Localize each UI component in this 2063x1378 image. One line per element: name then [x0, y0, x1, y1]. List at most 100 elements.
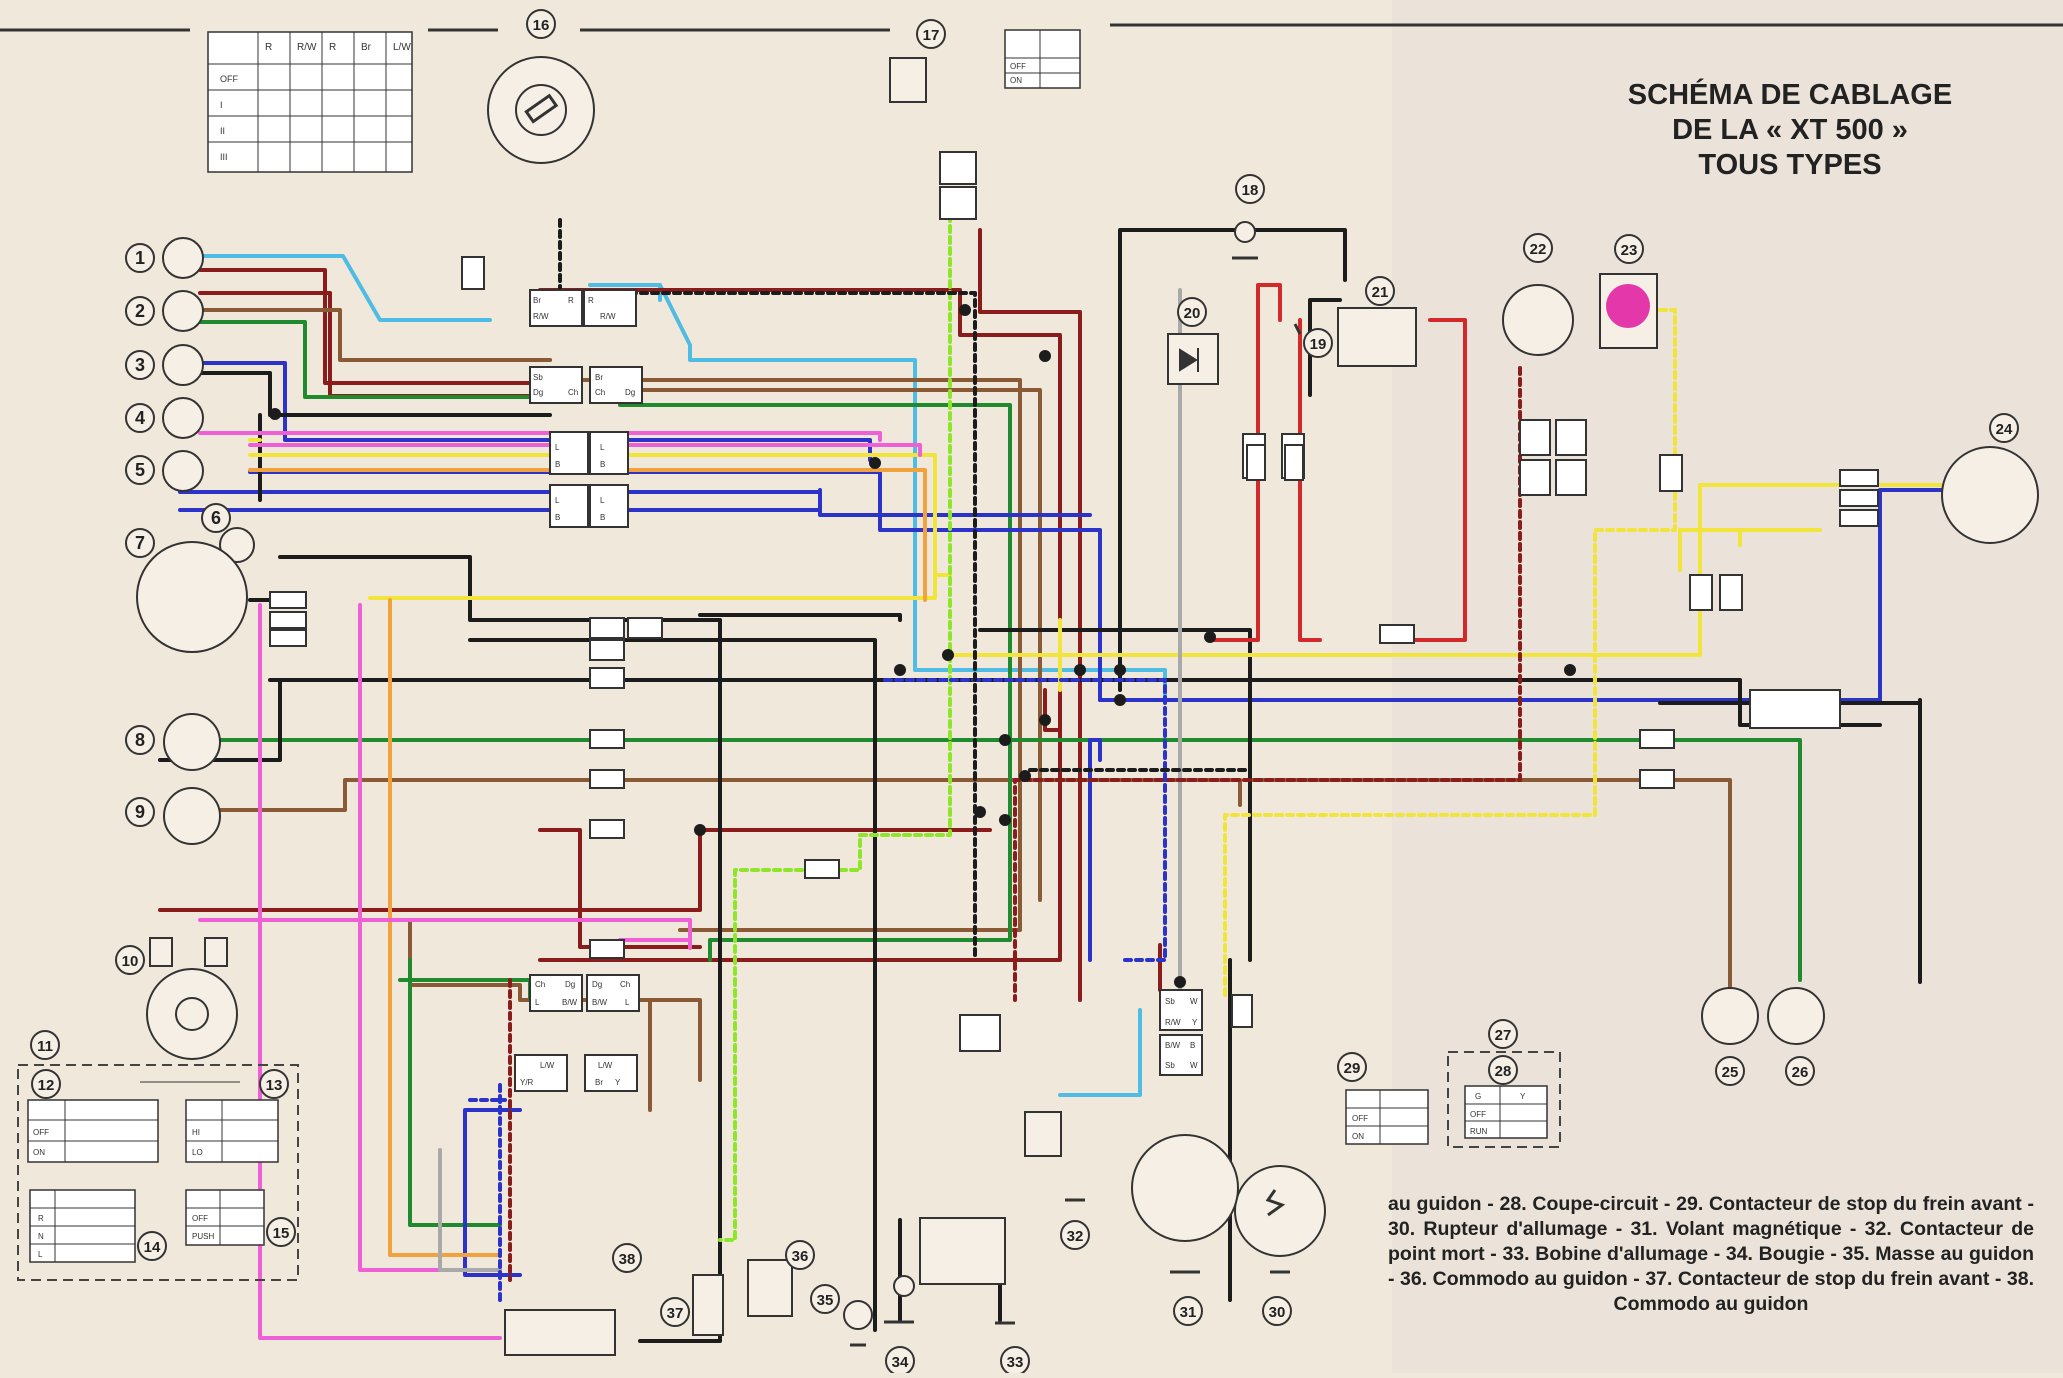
switch-table-label: Y/R	[520, 1078, 534, 1087]
switch-table-label: B	[555, 513, 560, 522]
callout-number: 28	[1495, 1063, 1512, 1080]
switch-table-label: Dg	[533, 388, 543, 397]
switch-table-label: R	[588, 296, 594, 305]
switch-table-label: W	[1190, 997, 1198, 1006]
switch-table-label: L	[555, 443, 560, 452]
callout-32: 32	[1060, 1220, 1090, 1250]
switch-table-label: I	[220, 100, 223, 110]
switch-table-label: II	[220, 126, 225, 136]
switch-table-label: L	[38, 1250, 43, 1259]
switch-table-label: Sb	[1165, 997, 1175, 1006]
callout-6: 6	[201, 503, 231, 533]
switch-table-label: Ch	[535, 980, 545, 989]
switch-table-label: OFF	[220, 74, 238, 84]
switch-table-label: L	[555, 496, 560, 505]
title-line-2: DE LA « XT 500 »	[1672, 114, 1908, 146]
callout-number: 30	[1269, 1304, 1286, 1321]
switch-table-label: Dg	[592, 980, 602, 989]
switch-table-label: OFF	[1352, 1114, 1368, 1123]
callout-number: 26	[1792, 1064, 1809, 1081]
callout-number: 11	[37, 1038, 53, 1055]
callout-2: 2	[125, 296, 155, 326]
switch-table-label: R	[568, 296, 574, 305]
callout-number: 18	[1242, 182, 1259, 199]
switch-table-label: B	[555, 460, 560, 469]
callout-35: 35	[810, 1284, 840, 1314]
callout-15: 15	[266, 1217, 296, 1247]
callout-34: 34	[885, 1346, 915, 1376]
callout-7: 7	[125, 528, 155, 558]
switch-table-label: Br	[595, 373, 603, 382]
callout-number: 6	[211, 508, 221, 528]
callout-number: 35	[817, 1292, 834, 1309]
callout-30: 30	[1262, 1296, 1292, 1326]
callout-3: 3	[125, 350, 155, 380]
callout-26: 26	[1785, 1056, 1815, 1086]
switch-table-label: L/W	[598, 1061, 613, 1070]
callout-number: 19	[1310, 336, 1327, 353]
switch-table-label: Y	[615, 1078, 621, 1087]
switch-table-label: OFF	[1010, 62, 1026, 71]
switch-table-label: Br	[595, 1078, 603, 1087]
callout-13: 13	[259, 1069, 289, 1099]
callout-number: 13	[266, 1077, 283, 1094]
callout-16: 16	[526, 9, 556, 39]
switch-table-label: ON	[1010, 76, 1022, 85]
callout-number: 37	[667, 1305, 684, 1322]
switch-table-label: W	[1190, 1061, 1198, 1070]
switch-table-label: L	[600, 496, 605, 505]
switch-table-label: Dg	[565, 980, 575, 989]
callout-number: 16	[533, 17, 550, 34]
callout-number: 29	[1344, 1060, 1361, 1077]
callout-number: 20	[1184, 305, 1201, 322]
legend-text: au guidon - 28. Coupe-circuit - 29. Cont…	[1388, 1193, 2034, 1315]
callout-number: 4	[135, 408, 145, 428]
switch-table-label: R/W	[297, 42, 317, 53]
callout-19: 19	[1303, 328, 1333, 358]
callout-number: 8	[135, 730, 145, 750]
switch-table-label: OFF	[33, 1128, 49, 1137]
callout-17: 17	[916, 19, 946, 49]
callout-number: 5	[135, 460, 145, 480]
callout-10: 10	[115, 945, 145, 975]
switch-table-label: R	[265, 42, 272, 53]
callout-number: 1	[135, 248, 145, 268]
switch-table-label: L	[600, 443, 605, 452]
switch-table-label: R/W	[533, 312, 549, 321]
callout-4: 4	[125, 403, 155, 433]
switch-table-label: L	[535, 998, 540, 1007]
callout-23: 23	[1614, 234, 1644, 264]
callout-number: 24	[1996, 421, 2013, 438]
callout-number: 3	[135, 355, 145, 375]
switch-table-label: Sb	[533, 373, 543, 382]
switch-table-label: Dg	[625, 388, 635, 397]
callout-27: 27	[1488, 1019, 1518, 1049]
callout-5: 5	[125, 455, 155, 485]
switch-table-label: B/W	[562, 998, 578, 1007]
switch-table-label: R	[38, 1214, 44, 1223]
callout-9: 9	[125, 797, 155, 827]
switch-table-label: ON	[33, 1148, 45, 1157]
switch-table-label: L	[625, 998, 630, 1007]
callout-21: 21	[1365, 276, 1395, 306]
callout-number: 10	[122, 953, 139, 970]
callout-number: 38	[619, 1251, 636, 1268]
callout-1: 1	[125, 243, 155, 273]
callout-number: 34	[892, 1354, 909, 1371]
callout-25: 25	[1715, 1056, 1745, 1086]
callout-number: 2	[135, 301, 145, 321]
callout-28: 28	[1488, 1055, 1518, 1085]
callout-11: 11	[30, 1030, 60, 1060]
switch-table-label: Y	[1520, 1092, 1526, 1101]
callout-number: 14	[144, 1239, 161, 1256]
callout-14: 14	[137, 1231, 167, 1261]
callout-18: 18	[1235, 174, 1265, 204]
callout-31: 31	[1173, 1296, 1203, 1326]
title-line-1: SCHÉMA DE CABLAGE	[1627, 79, 1953, 111]
callout-number: 36	[792, 1248, 809, 1265]
switch-table-label: N	[38, 1232, 44, 1241]
switch-table-label: RUN	[1470, 1127, 1488, 1136]
switch-table-label: LO	[192, 1148, 203, 1157]
